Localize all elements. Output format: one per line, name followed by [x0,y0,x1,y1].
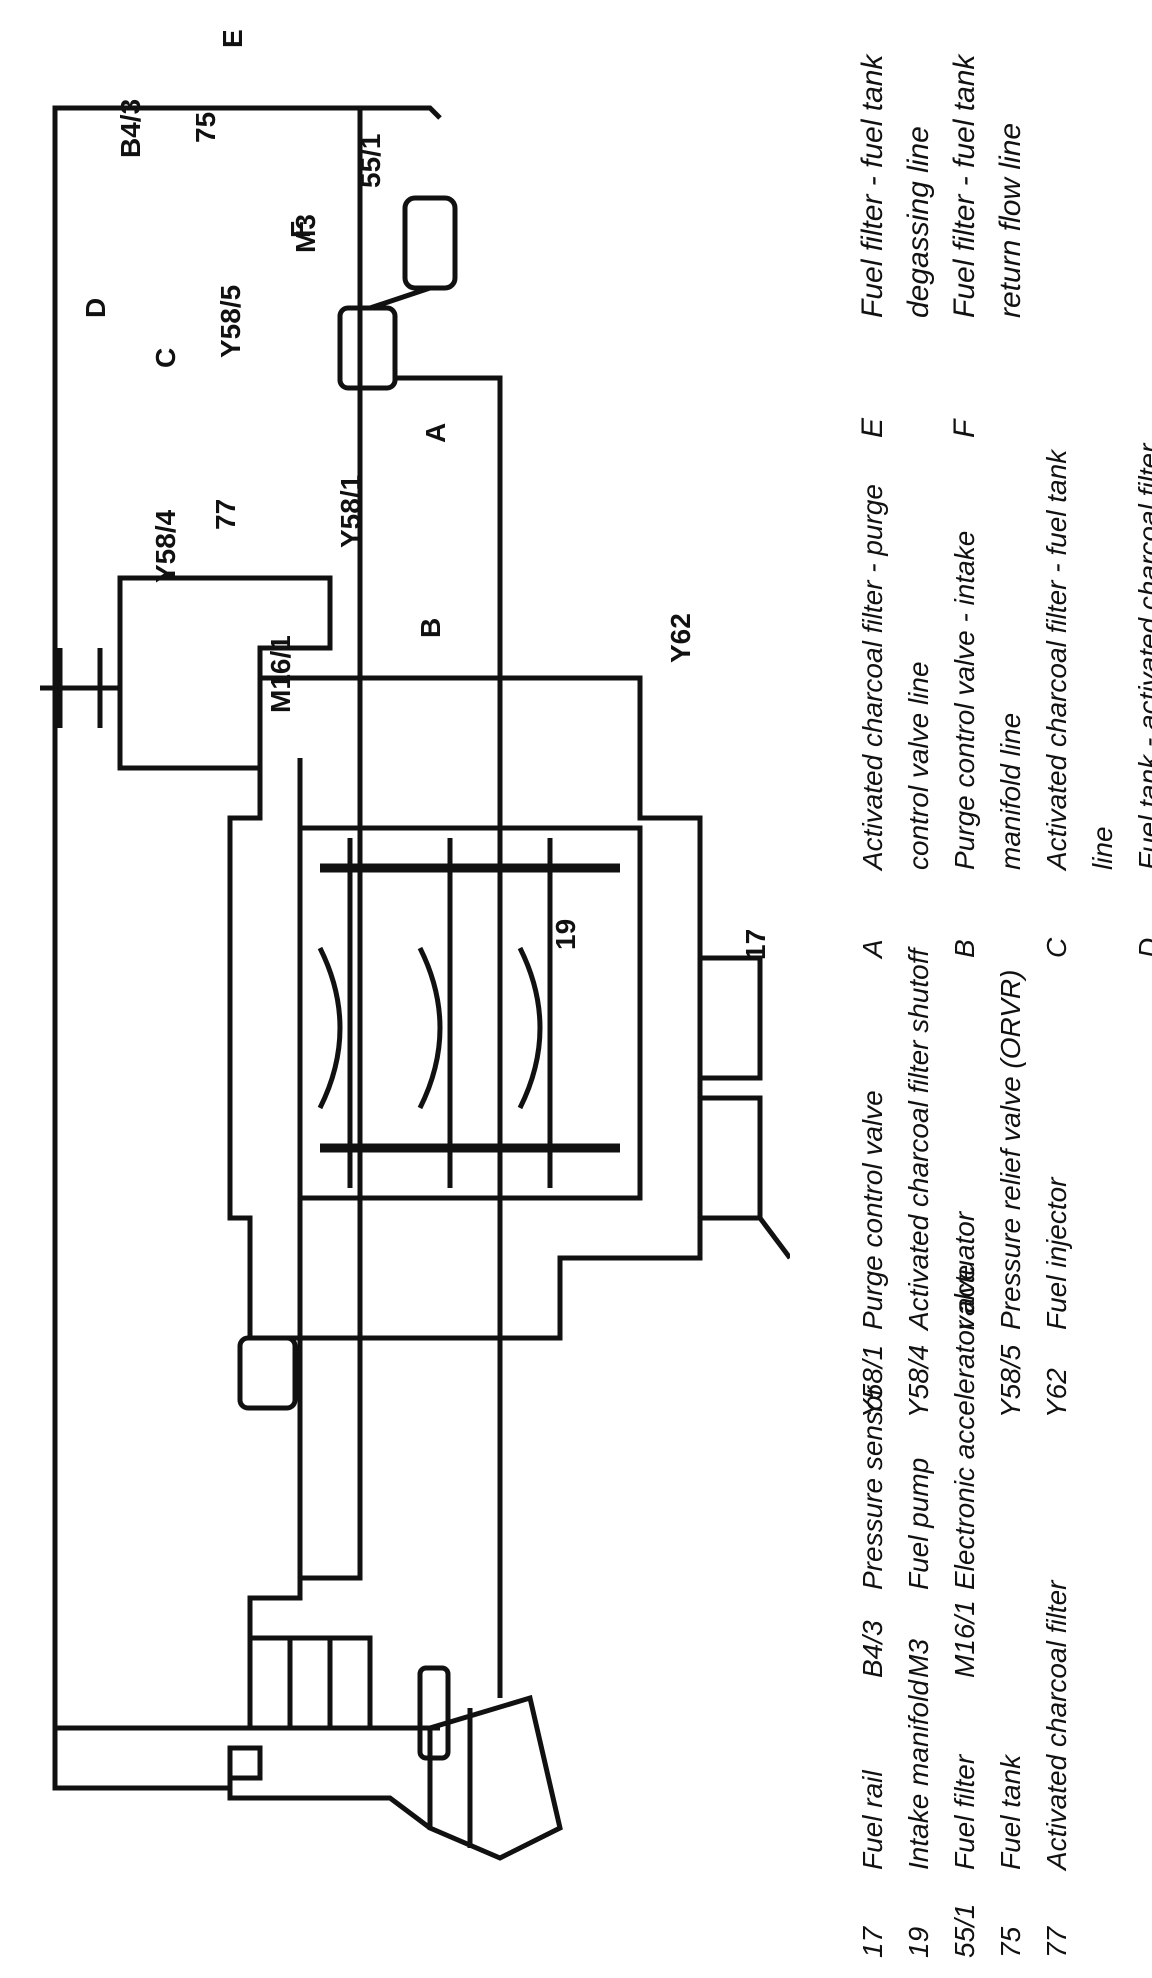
legend-row: Y58/4 Activated charcoal filter shutoff … [896,900,988,1418]
label-55-1: 55/1 [355,134,386,189]
legend-code: Y58/1 [857,1344,888,1418]
label-F: F [285,221,316,238]
legend-column-lines-2: E Fuel filter - fuel tank degassing line… [850,18,1034,438]
line-E [52,105,442,1728]
legend-desc: Fuel tank - activated charcoal filter li… [1133,443,1152,870]
label-C: C [150,348,181,368]
legend-desc: Activated charcoal filter - purge contro… [857,484,934,870]
label-77: 77 [210,499,241,530]
legend-code: A [857,939,888,958]
purge-valve [237,1335,298,1411]
fuel-pump [337,305,398,391]
line-A [247,1518,303,1668]
legend-desc: Activated charcoal filter - fuel tank li… [1041,449,1118,870]
label-Y58-1: Y58/1 [335,475,366,548]
diagram-svg: 17 19 55/1 75 77 B4/3 M3 M16/1 Y58/1 Y58… [40,29,792,1861]
fuel-evap-diagram: 17 19 55/1 75 77 B4/3 M3 M16/1 Y58/1 Y58… [40,29,792,1861]
legend-row: D Fuel tank - activated charcoal filter … [1126,440,1152,958]
legend-desc: Purge control valve - intake manifold li… [949,530,1026,870]
label-75: 75 [190,112,221,143]
label-19: 19 [550,919,581,950]
legend-row: C Activated charcoal filter - fuel tank … [1034,440,1126,958]
legend-code: B4/3 [857,1620,888,1678]
legend-row: 77 Activated charcoal filter [1034,1440,1080,1958]
label-D: D [80,298,111,318]
legend-desc: Purge control valve [857,1090,888,1330]
legend-code: Y62 [1041,1368,1072,1418]
charcoal-filter-inner [287,1638,333,1728]
legend-column-valves: Y58/1 Purge control valve Y58/4 Activate… [850,900,1080,1418]
label-Y58-4: Y58/4 [150,509,181,583]
legend-code: M16/1 [949,1600,980,1678]
legend-code: Y58/5 [995,1344,1026,1418]
legend-row: Y62 Fuel injector [1034,900,1080,1418]
line-D [52,1725,440,1791]
legend-code: Y58/4 [903,1344,934,1418]
legend-column-lines: A Activated charcoal filter - purge cont… [850,440,1152,958]
legend-code: 75 [995,1926,1026,1958]
label-M16-1: M16/1 [265,635,296,713]
label-Y62: Y62 [665,613,696,663]
legend-desc: Fuel injector [1041,1177,1072,1330]
label-17: 17 [740,929,771,960]
label-A: A [420,423,451,443]
label-Y58-5: Y58/5 [215,285,246,358]
legend-code: 19 [903,1926,934,1958]
legend-code: 77 [1041,1926,1072,1958]
return-line [300,108,363,1581]
legend-desc: Fuel tank [995,1754,1026,1870]
legend-desc: Activated charcoal filter [1041,1580,1072,1870]
legend-code: 55/1 [949,1903,980,1959]
legend-row: F Fuel filter - fuel tank return flow li… [942,18,1034,438]
legend-code: D [1126,870,1152,958]
legend-code: 17 [857,1926,888,1958]
throttle-body [117,575,333,771]
relief-valve [417,1665,451,1761]
manifold-shape [317,946,543,1110]
label-E: E [217,29,248,48]
legend-desc: Fuel filter - fuel tank degassing line [856,54,935,318]
legend-code: F [948,419,981,438]
legend-row: 75 Fuel tank [988,1440,1034,1958]
label-B: B [415,618,446,638]
legend-code: M3 [903,1639,934,1678]
label-M3: M3 [290,214,321,253]
legend-row: E Fuel filter - fuel tank degassing line [850,18,942,438]
legend-row: Y58/5 Pressure relief valve (ORVR) [988,900,1034,1418]
legend-code: B [949,939,980,958]
line-F [395,375,503,1698]
line-F-2 [369,285,431,311]
line-C [227,1758,432,1830]
legend-code: E [856,417,889,438]
exhaust-manifold [700,955,763,1221]
legend-row: Y58/1 Purge control valve [850,900,896,1418]
engine-block [227,675,703,1341]
legend-code: C [1041,937,1072,958]
legend-desc: Activated charcoal filter shutoff valve [903,948,980,1330]
exhaust-pipe [758,1216,792,1260]
fuel-tank [427,1694,563,1861]
legend-row: B Purge control valve - intake manifold … [942,440,1034,958]
legend-desc: Pressure relief valve (ORVR) [995,969,1026,1330]
legend-row: A Activated charcoal filter - purge cont… [850,440,942,958]
label-B4-3: B4/3 [115,99,146,158]
legend-desc: Fuel filter - fuel tank return flow line [948,54,1027,318]
